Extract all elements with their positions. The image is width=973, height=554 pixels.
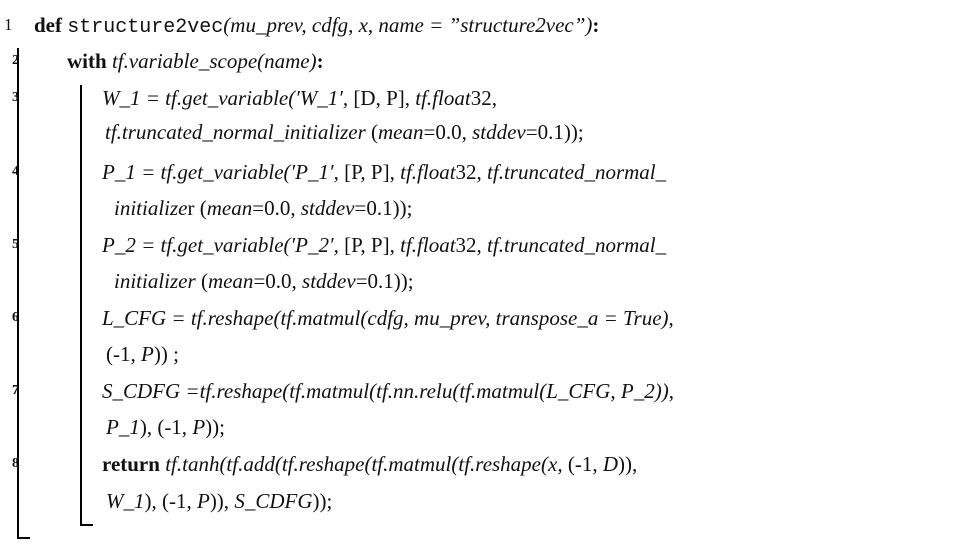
- code-text: with tf.variable_scope(name):: [67, 48, 324, 74]
- code-token: =0.1));: [525, 120, 584, 144]
- code-token: P: [192, 415, 206, 439]
- code-token: )) ;: [153, 342, 179, 366]
- line-number: 7: [12, 383, 19, 398]
- line-number: 3: [12, 90, 19, 105]
- scope-rule-def-end: [17, 537, 30, 539]
- code-token: P_2 = tf.get_variable(′P_2′,: [102, 233, 345, 257]
- code-token: P_1: [106, 415, 140, 439]
- code-token: structure2vec: [67, 16, 224, 39]
- code-token: tf.tanh(tf.add(tf.reshape(tf.matmul(tf.r…: [165, 452, 568, 476]
- code-text: initializer (mean=0.0, stddev=0.1));: [114, 195, 412, 221]
- code-token: initialize: [114, 196, 188, 220]
- code-token: P_1 = tf.get_variable(′P_1′,: [102, 160, 345, 184]
- code-token: :: [316, 49, 324, 73]
- code-token: =0.1));: [354, 196, 413, 220]
- code-text: initializer (mean=0.0, stddev=0.1));: [114, 268, 414, 294]
- code-token: )),: [618, 452, 638, 476]
- line-number: 4: [12, 164, 19, 179]
- code-token: (-1,: [567, 452, 603, 476]
- code-token: =0.0,: [252, 196, 301, 220]
- code-token: (-1,: [106, 342, 141, 366]
- code-token: mean: [207, 269, 254, 293]
- scope-rule-def: [17, 48, 19, 538]
- code-token: 32,: [470, 86, 497, 110]
- code-token: tf.truncated_normal_: [487, 233, 667, 257]
- line-number: 6: [12, 310, 19, 325]
- code-token: stddev: [302, 269, 356, 293]
- code-text: L_CFG = tf.reshape(tf.matmul(cdfg, mu_pr…: [102, 305, 674, 331]
- code-token: [D, P],: [353, 86, 416, 110]
- code-text: tf.truncated_normal_initializer (mean=0.…: [105, 119, 584, 145]
- code-text: P_1 = tf.get_variable(′P_1′, [P, P], tf.…: [102, 159, 666, 185]
- code-token: 32,: [455, 160, 488, 184]
- code-token: 32,: [455, 233, 488, 257]
- code-token: stddev: [472, 120, 526, 144]
- line-number: 8: [12, 456, 19, 471]
- code-token: return: [102, 452, 166, 476]
- code-token: stddev: [300, 196, 355, 220]
- code-token: [P, P],: [344, 160, 401, 184]
- code-token: tf.variable_scope(name): [111, 49, 317, 73]
- code-token: =0.0,: [253, 269, 303, 293]
- code-token: :: [592, 13, 600, 37]
- code-token: )),: [209, 489, 235, 513]
- code-token: P: [141, 342, 154, 366]
- line-number: 5: [12, 237, 19, 252]
- code-token: ), (-1,: [139, 415, 193, 439]
- code-token: def: [34, 13, 68, 37]
- code-token: (mu_prev, cdfg, x, name = ”structure2vec…: [223, 13, 593, 37]
- code-token: initializer: [114, 269, 201, 293]
- code-token: ,: [668, 306, 674, 330]
- scope-rule-with: [80, 85, 82, 525]
- code-token: mean: [378, 120, 424, 144]
- code-token: D: [602, 452, 618, 476]
- code-token: tf.float: [400, 233, 456, 257]
- code-token: =0.1));: [355, 269, 414, 293]
- code-text: W_1), (-1, P)), S_CDFG));: [106, 488, 332, 514]
- code-token: S_CDFG: [234, 489, 313, 513]
- code-token: mean: [206, 196, 253, 220]
- code-token: ), (-1,: [144, 489, 197, 513]
- code-text: return tf.tanh(tf.add(tf.reshape(tf.matm…: [102, 451, 637, 477]
- code-token: r (: [187, 196, 207, 220]
- code-token: [P, P],: [344, 233, 401, 257]
- line-number: 1: [4, 15, 13, 34]
- code-token: tf.truncated_normal_: [487, 160, 667, 184]
- code-token: P: [196, 489, 210, 513]
- code-token: tf.float: [400, 160, 456, 184]
- code-token: with: [67, 49, 112, 73]
- line-number: 2: [12, 53, 19, 68]
- scope-rule-with-end: [80, 524, 93, 526]
- code-token: ,: [668, 379, 674, 403]
- code-token: tf.truncated_normal_initializer: [105, 120, 371, 144]
- code-token: W_1 = tf.get_variable(′W_1′,: [102, 86, 354, 110]
- code-token: tf.float: [415, 86, 471, 110]
- code-text: P_1), (-1, P));: [106, 414, 225, 440]
- code-token: =0.0,: [423, 120, 473, 144]
- code-token: W_1: [106, 489, 145, 513]
- code-token: ));: [205, 415, 225, 439]
- code-text: def structure2vec(mu_prev, cdfg, x, name…: [34, 12, 599, 41]
- code-token: (: [200, 269, 208, 293]
- code-text: S_CDFG =tf.reshape(tf.matmul(tf.nn.relu(…: [102, 378, 674, 404]
- code-text: W_1 = tf.get_variable(′W_1′, [D, P], tf.…: [102, 85, 497, 111]
- code-token: ));: [312, 489, 333, 513]
- code-token: L_CFG = tf.reshape(tf.matmul(cdfg, mu_pr…: [102, 306, 669, 330]
- code-text: P_2 = tf.get_variable(′P_2′, [P, P], tf.…: [102, 232, 666, 258]
- code-text: (-1, P)) ;: [106, 341, 179, 367]
- code-token: S_CDFG =tf.reshape(tf.matmul(tf.nn.relu(…: [102, 379, 669, 403]
- code-token: (: [371, 120, 378, 144]
